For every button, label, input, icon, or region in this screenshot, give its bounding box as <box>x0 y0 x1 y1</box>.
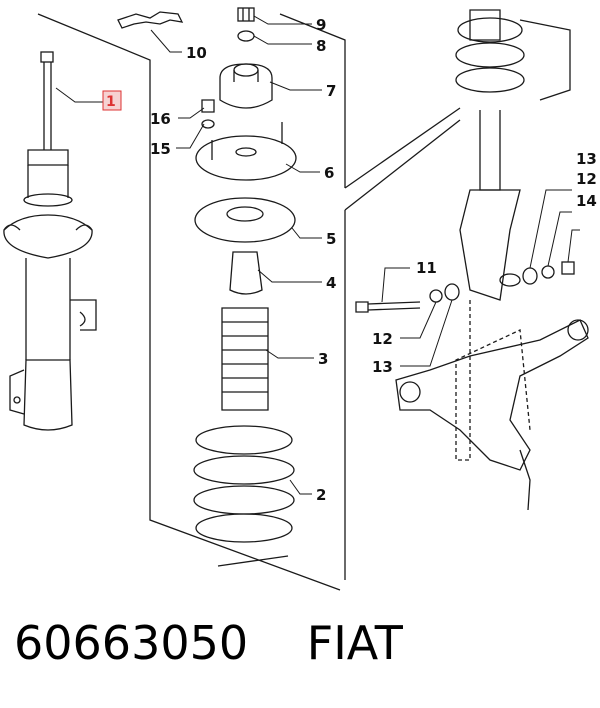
callout-13-right: 13 <box>576 150 597 168</box>
footer-part-reference: 60663050 FIAT <box>14 616 594 696</box>
washer-part-13-left <box>444 283 460 301</box>
part-number: 60663050 <box>14 616 249 670</box>
callout-1-highlight <box>102 90 122 111</box>
bump-stop-part-4 <box>229 251 263 295</box>
strut-assembly-installed <box>455 9 571 301</box>
washer-part-13-right <box>522 267 538 285</box>
callout-7: 7 <box>326 82 336 100</box>
callout-12-right: 12 <box>576 170 597 188</box>
callout-9: 9 <box>316 16 326 34</box>
hub-bracket <box>499 273 521 287</box>
shock-absorber-strut <box>3 51 97 431</box>
callout-16: 16 <box>150 110 171 128</box>
bolt-part-11 <box>355 301 421 313</box>
nut-part-14 <box>561 261 575 275</box>
washer-part-12-left <box>429 289 443 303</box>
callout-8: 8 <box>316 37 326 55</box>
assembly-hidden-lines <box>455 300 531 461</box>
dust-boot-part-3 <box>221 307 269 411</box>
callout-1: 1 <box>106 94 116 110</box>
callout-11: 11 <box>416 259 437 277</box>
strut-plate-part-6 <box>195 122 297 181</box>
brand-name: FIAT <box>306 616 403 670</box>
callout-14: 14 <box>576 192 597 210</box>
exploded-frame-left <box>37 13 341 591</box>
leader-to-assembly-top <box>344 107 461 189</box>
callout-5: 5 <box>326 230 336 248</box>
washer-part-8 <box>237 30 255 42</box>
exploded-suspension-diagram: 1 2 3 4 5 6 7 8 9 10 11 12 12 13 13 14 1… <box>3 7 597 591</box>
callout-2: 2 <box>316 486 326 504</box>
exploded-frame-top <box>279 13 346 188</box>
lower-control-arm <box>395 319 589 511</box>
callout-13-left: 13 <box>372 358 393 376</box>
upper-mount-part-7 <box>219 63 273 109</box>
bushing-part-16 <box>201 99 215 113</box>
callout-12-left: 12 <box>372 330 393 348</box>
leader-to-assembly-bottom <box>344 119 461 211</box>
washer-part-12-right <box>541 265 555 279</box>
callout-15: 15 <box>150 140 171 158</box>
clip-part-10 <box>117 11 184 29</box>
callout-4: 4 <box>326 274 336 292</box>
callout-10: 10 <box>186 44 207 62</box>
callout-3: 3 <box>318 350 328 368</box>
washer-part-15 <box>201 119 215 129</box>
nut-part-9 <box>237 7 255 22</box>
coil-spring-part-2 <box>193 425 295 567</box>
callout-6: 6 <box>324 164 334 182</box>
spring-seat-part-5 <box>194 197 296 243</box>
